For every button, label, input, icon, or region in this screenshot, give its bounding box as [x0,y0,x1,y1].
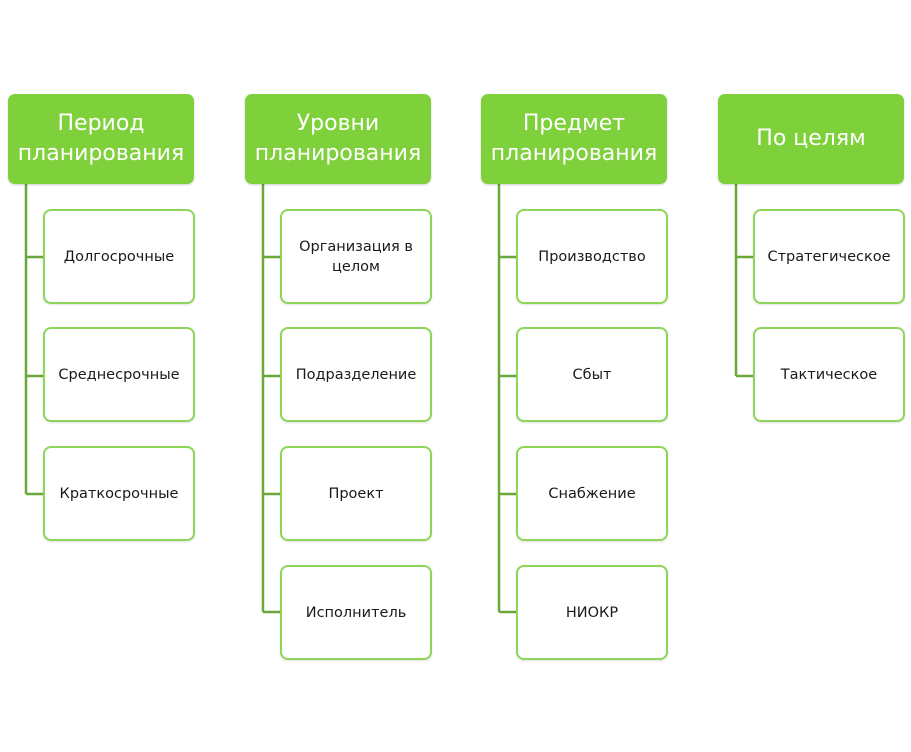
node-rnd: НИОКР [516,565,668,660]
node-executor: Исполнитель [280,565,432,660]
node-label: Проект [328,485,384,502]
header-label: Предмет планирования [490,111,658,166]
node-project: Проект [280,446,432,541]
node-label: Краткосрочные [59,485,179,502]
header-label: Период планирования [17,111,185,166]
node-label: Сбыт [572,366,612,383]
header-label: Уровни планирования [254,111,422,166]
node-short-term: Краткосрочные [43,446,195,541]
node-tactical: Тактическое [753,327,905,422]
node-label: Долгосрочные [63,248,175,265]
node-label: Тактическое [780,366,878,383]
node-supply: Снабжение [516,446,668,541]
node-long-term: Долгосрочные [43,209,195,304]
header-planning-subject: Предмет планирования [481,94,667,184]
header-planning-period: Период планирования [8,94,194,184]
node-label: НИОКР [565,604,619,621]
node-division: Подразделение [280,327,432,422]
node-production: Производство [516,209,668,304]
header-label: По целям [756,126,866,151]
node-label: Стратегическое [767,248,891,265]
node-medium-term: Среднесрочные [43,327,195,422]
node-label: Среднесрочные [58,366,180,383]
node-label: Исполнитель [305,604,407,621]
header-by-goals: По целям [718,94,904,184]
node-strategic: Стратегическое [753,209,905,304]
node-label: Организация в целом [299,238,413,275]
node-label: Производство [538,248,646,265]
node-sales: Сбыт [516,327,668,422]
node-label: Снабжение [548,485,636,502]
node-organization: Организация в целом [280,209,432,304]
header-planning-levels: Уровни планирования [245,94,431,184]
node-label: Подразделение [295,366,417,383]
